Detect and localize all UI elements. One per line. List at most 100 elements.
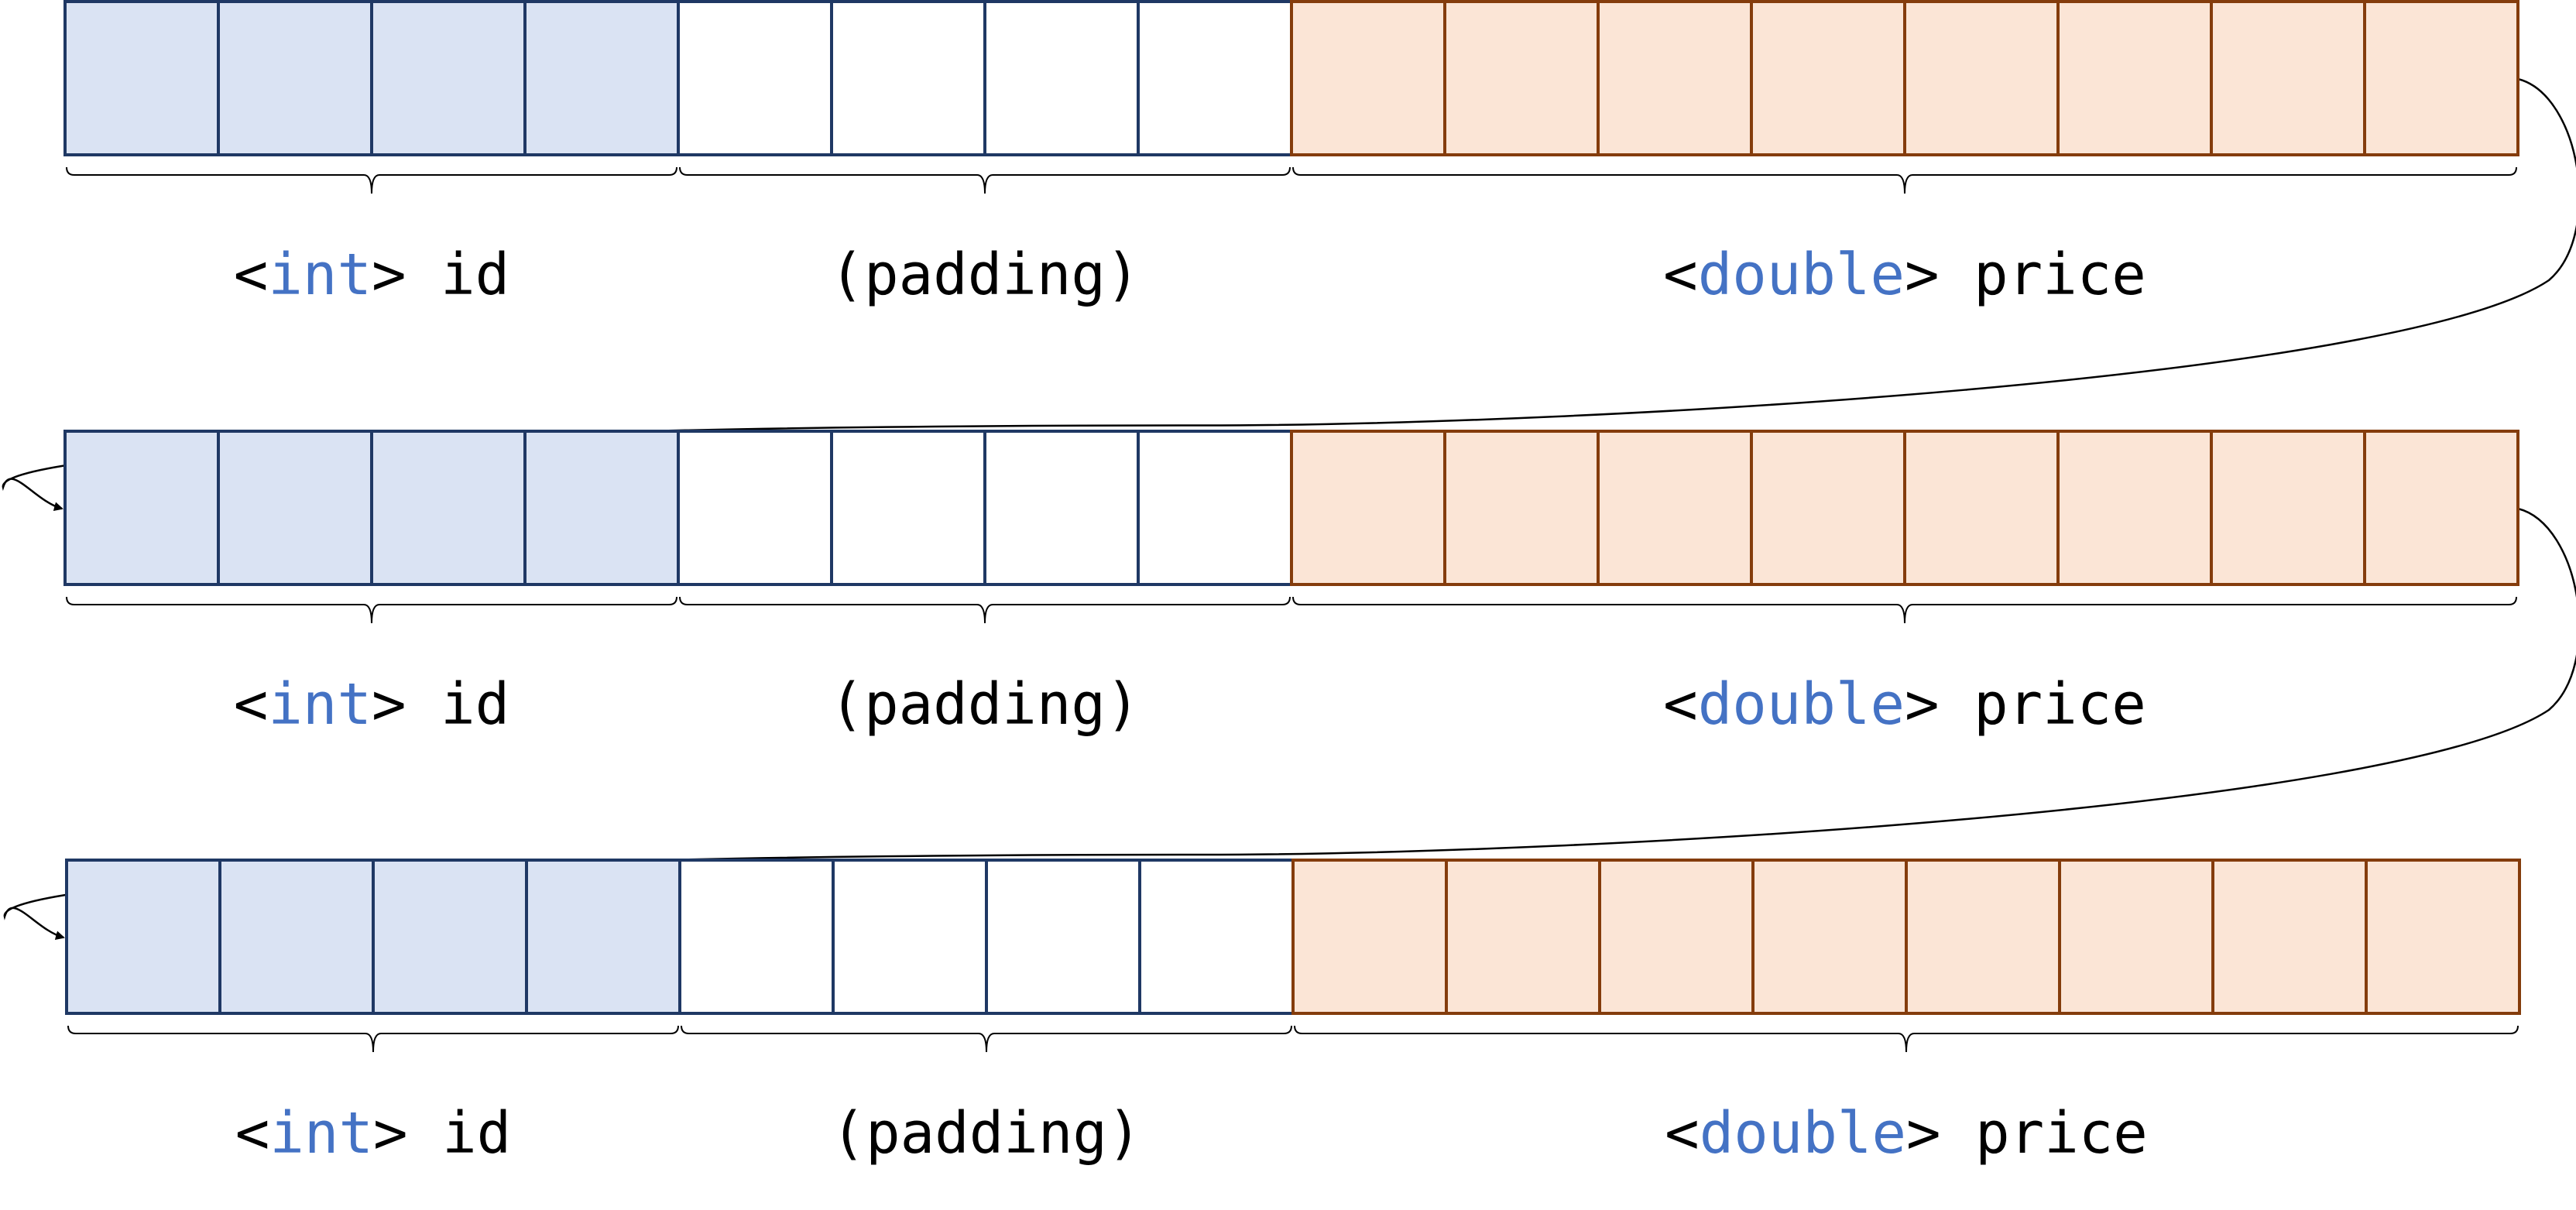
byte-cell: [65, 859, 221, 1015]
byte-cell: [832, 859, 988, 1015]
byte-cell: [1290, 0, 1446, 156]
field-brace: [1292, 596, 2517, 624]
type-keyword: int: [269, 1100, 373, 1167]
int-field: <int> id: [63, 430, 680, 738]
field-brace: [679, 166, 1291, 194]
label-name: > id: [373, 1100, 511, 1167]
label-open-bracket: <: [1663, 671, 1698, 738]
byte-cell: [1903, 430, 2060, 586]
byte-cell: [2058, 859, 2214, 1015]
byte-cell: [2363, 0, 2519, 156]
byte-cell: [1137, 430, 1293, 586]
byte-cell: [2365, 859, 2521, 1015]
label-open-bracket: <: [1663, 242, 1698, 308]
byte-cell: [1291, 859, 1448, 1015]
type-keyword: double: [1700, 1100, 1906, 1167]
field-brace: [679, 596, 1291, 624]
byte-cell: [677, 430, 833, 586]
label-name: > price: [1906, 1100, 2148, 1167]
field-brace: [1292, 166, 2517, 194]
byte-cell: [1445, 859, 1601, 1015]
label-name: > price: [1905, 671, 2146, 738]
label-name: > price: [1905, 242, 2146, 308]
byte-cell: [2056, 0, 2213, 156]
byte-cell: [370, 0, 527, 156]
byte-cell: [1137, 0, 1293, 156]
byte-cell: [1750, 0, 1906, 156]
byte-cell: [2211, 859, 2368, 1015]
byte-cell: [1598, 859, 1754, 1015]
byte-cell: [983, 0, 1140, 156]
connectors: [2, 77, 2576, 941]
label-open-bracket: <: [234, 671, 269, 738]
byte-cell: [525, 859, 681, 1015]
padding-field: (padding): [678, 859, 1295, 1167]
padding-label-text: (padding): [830, 242, 1141, 308]
double-label: <double> price: [1663, 242, 2146, 308]
byte-cell: [523, 0, 680, 156]
row-connector-arrow: [3, 507, 2576, 941]
byte-cell: [63, 430, 220, 586]
padding-field: (padding): [677, 0, 1293, 308]
byte-cell: [63, 0, 220, 156]
padding-label: (padding): [830, 242, 1141, 308]
field-brace: [67, 1025, 679, 1053]
label-open-bracket: <: [1665, 1100, 1700, 1167]
byte-cell: [1751, 859, 1908, 1015]
double-field: <double> price: [1290, 430, 2519, 738]
field-brace: [66, 166, 677, 194]
byte-cell: [1597, 430, 1753, 586]
padding-label-text: (padding): [832, 1100, 1142, 1167]
double-label: <double> price: [1665, 1100, 2148, 1167]
byte-cell: [1443, 430, 1600, 586]
byte-cell: [1138, 859, 1295, 1015]
byte-cell: [1290, 430, 1446, 586]
padding-field: (padding): [677, 430, 1293, 738]
byte-cell: [217, 0, 373, 156]
label-name: > id: [372, 242, 509, 308]
byte-cell: [372, 859, 528, 1015]
double-label: <double> price: [1663, 671, 2146, 738]
byte-cell: [677, 0, 833, 156]
int-field: <int> id: [63, 0, 680, 308]
byte-cell: [1905, 859, 2061, 1015]
byte-cell: [218, 859, 375, 1015]
byte-cell: [830, 0, 986, 156]
byte-cell: [2210, 0, 2366, 156]
byte-cell: [2210, 430, 2366, 586]
memory-rows: <int> id(padding)<double> price<int> id(…: [63, 0, 2521, 1167]
padding-label-text: (padding): [830, 671, 1141, 738]
type-keyword: int: [268, 671, 372, 738]
byte-cell: [2363, 430, 2519, 586]
row-connector-arrow: [2, 77, 2576, 512]
int-label: <int> id: [235, 1100, 511, 1167]
byte-cell: [217, 430, 373, 586]
double-field: <double> price: [1290, 0, 2519, 308]
memory-row: <int> id(padding)<double> price: [65, 859, 2521, 1167]
type-keyword: double: [1698, 671, 1905, 738]
byte-cell: [1443, 0, 1600, 156]
byte-cell: [1903, 0, 2060, 156]
byte-cell: [1750, 430, 1906, 586]
byte-cell: [985, 859, 1141, 1015]
byte-cell: [830, 430, 986, 586]
label-open-bracket: <: [234, 242, 269, 308]
type-keyword: int: [268, 242, 372, 308]
byte-cell: [1597, 0, 1753, 156]
byte-cell: [523, 430, 680, 586]
int-label: <int> id: [234, 242, 509, 308]
memory-row: <int> id(padding)<double> price: [63, 430, 2519, 738]
label-name: > id: [372, 671, 509, 738]
label-open-bracket: <: [235, 1100, 270, 1167]
field-brace: [681, 1025, 1292, 1053]
type-keyword: double: [1698, 242, 1905, 308]
padding-label: (padding): [832, 1100, 1142, 1167]
int-label: <int> id: [234, 671, 509, 738]
byte-cell: [370, 430, 527, 586]
field-brace: [1294, 1025, 2519, 1053]
padding-label: (padding): [830, 671, 1141, 738]
double-field: <double> price: [1291, 859, 2521, 1167]
byte-cell: [678, 859, 835, 1015]
memory-row: <int> id(padding)<double> price: [63, 0, 2519, 308]
